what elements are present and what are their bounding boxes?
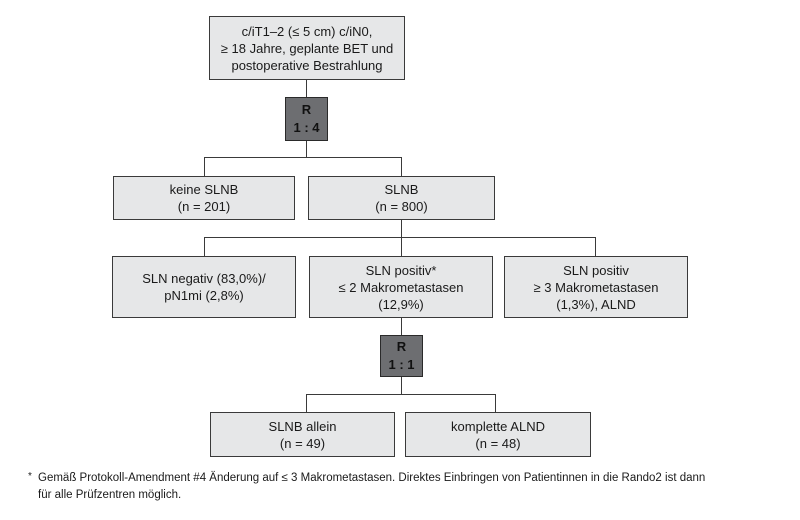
connector-rand1-to-split <box>306 141 307 158</box>
sln-positive-le2-box: SLN positiv* ≤ 2 Makrometastasen (12,9%) <box>309 256 493 318</box>
slnb-count: (n = 800) <box>375 199 428 214</box>
sln-positive-ge3-box: SLN positiv ≥ 3 Makrometastasen (1,3%), … <box>504 256 688 318</box>
slnb-label: SLNB <box>384 182 419 197</box>
connector-top-to-rand1 <box>306 80 307 97</box>
complete-alnd-label: komplette ALND <box>451 418 545 434</box>
complete-alnd-box: komplette ALND (n = 48) <box>405 412 591 457</box>
slnb-alone-count: (n = 49) <box>279 435 326 451</box>
randomization-2-box: R 1 : 1 <box>380 335 423 377</box>
connector-to-no-slnb <box>204 157 205 176</box>
no-slnb-count: (n = 201) <box>177 199 231 214</box>
connector-slnb-down <box>401 220 402 237</box>
connector-split-level2 <box>204 237 596 238</box>
sln-positive-ge3-line-2: ≥ 3 Makrometastasen <box>533 279 659 295</box>
slnb-alone-label: SLNB allein <box>268 418 337 434</box>
no-slnb-box: keine SLNB (n = 201) <box>113 176 295 220</box>
sln-negative-line-1: SLN negativ (83,0%)/ <box>142 271 266 286</box>
no-slnb-label: keine SLNB <box>169 182 239 197</box>
sln-positive-le2-line-1: SLN positiv* <box>365 262 437 278</box>
footnote: * Gemäß Protokoll-Amendment #4 Änderung … <box>28 470 768 504</box>
inclusion-line-3: postoperative Bestrahlung <box>231 57 383 73</box>
connector-le2-to-rand2 <box>401 318 402 335</box>
randomization-1-box: R 1 : 4 <box>285 97 328 141</box>
connector-to-complete-alnd <box>495 394 496 412</box>
slnb-box: SLNB (n = 800) <box>308 176 495 220</box>
inclusion-line-2: ≥ 18 Jahre, geplante BET und <box>220 40 394 56</box>
connector-rand2-to-split <box>401 377 402 395</box>
randomization-2-ratio: 1 : 1 <box>388 357 415 372</box>
inclusion-line-1: c/iT1–2 (≤ 5 cm) c/iN0, <box>241 23 373 39</box>
sln-negative-box: SLN negativ (83,0%)/ pN1mi (2,8%) <box>112 256 296 318</box>
connector-to-sln-pos-ge3 <box>595 237 596 256</box>
connector-to-slnb-alone <box>306 394 307 412</box>
connector-split-level1 <box>204 157 402 158</box>
inclusion-criteria-box: c/iT1–2 (≤ 5 cm) c/iN0, ≥ 18 Jahre, gepl… <box>209 16 405 80</box>
footnote-mark: * <box>28 471 32 482</box>
sln-positive-le2-line-3: (12,9%) <box>378 296 424 312</box>
randomization-1-ratio: 1 : 4 <box>293 120 320 135</box>
sln-positive-ge3-line-3: (1,3%), ALND <box>556 296 636 312</box>
sln-positive-le2-line-2: ≤ 2 Makrometastasen <box>338 279 464 295</box>
connector-split-level3 <box>306 394 496 395</box>
footnote-line-2: für alle Prüfzentren möglich. <box>38 489 182 501</box>
footnote-line-1: Gemäß Protokoll-Amendment #4 Änderung au… <box>38 472 706 484</box>
connector-to-slnb <box>401 157 402 176</box>
slnb-alone-box: SLNB allein (n = 49) <box>210 412 395 457</box>
connector-to-sln-pos-le2 <box>401 237 402 256</box>
complete-alnd-count: (n = 48) <box>475 435 521 451</box>
sln-positive-ge3-line-1: SLN positiv <box>563 262 629 278</box>
connector-to-sln-negative <box>204 237 205 256</box>
randomization-2-r: R <box>396 339 407 354</box>
sln-negative-line-2: pN1mi (2,8%) <box>164 288 244 303</box>
randomization-1-r: R <box>301 102 312 117</box>
